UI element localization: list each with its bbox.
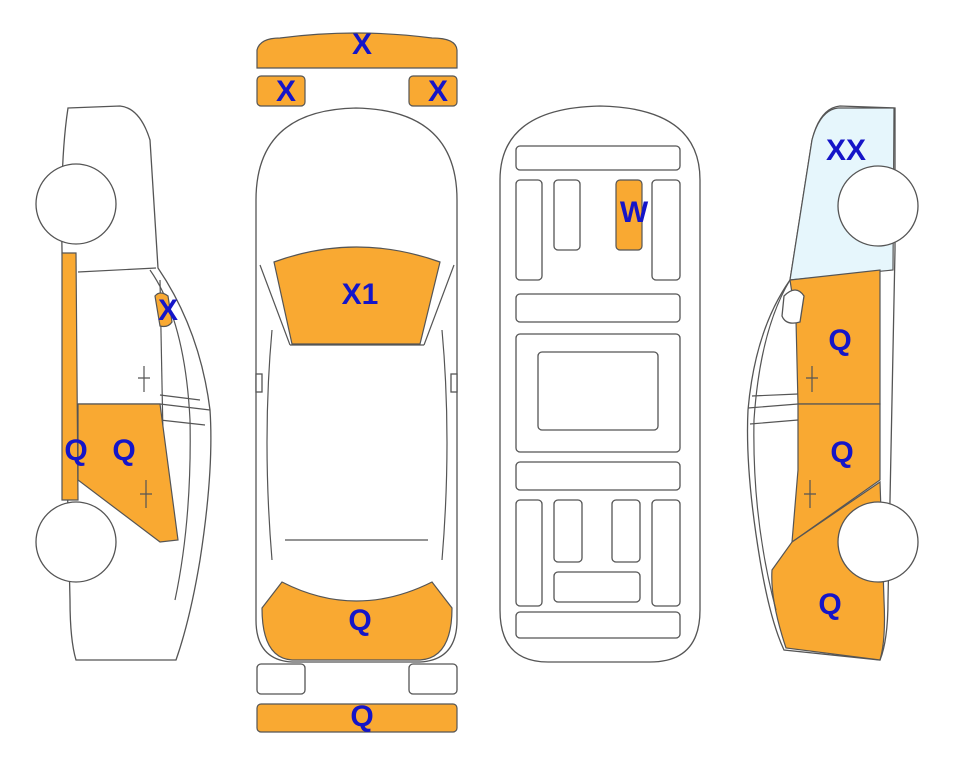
right-side-view: XX Q Q Q (746, 105, 919, 661)
top-a-pillars (259, 264, 455, 346)
under-left-inner-rear (553, 499, 583, 563)
under-left-rail-rear (515, 499, 543, 607)
right-rear-door-panel (791, 403, 881, 544)
left-mirror-line (159, 394, 211, 426)
trunk-lid-panel (261, 581, 453, 661)
top-body (255, 107, 458, 663)
label-front-left-lamp: X (276, 75, 296, 108)
under-rear-bar (515, 611, 681, 639)
under-left-inner-front (553, 179, 581, 251)
left-roof-rail (77, 267, 157, 273)
label-right-front-glass: XX (826, 134, 866, 167)
under-mid-bar-1 (515, 293, 681, 323)
label-front-right-lamp: X (428, 75, 448, 108)
front-left-lamp-panel (256, 75, 306, 107)
under-right-rail-front (651, 179, 681, 281)
under-front-bar (515, 145, 681, 171)
label-left-rear-door: Q (112, 434, 135, 467)
label-hood: X1 (342, 278, 379, 311)
label-front-bumper: X (352, 28, 372, 61)
top-right-mirror (450, 373, 458, 393)
label-rear-bumper: Q (350, 700, 373, 733)
label-right-rear-door: Q (830, 436, 853, 469)
right-body-curve (753, 279, 791, 611)
left-door-handle-1 (138, 366, 150, 392)
label-underbody-w: W (620, 196, 649, 229)
label-left-fender-window: X (158, 294, 178, 327)
under-rear-box (553, 571, 641, 603)
under-left-rail-front (515, 179, 543, 281)
right-door-handle-2 (804, 480, 816, 508)
hood-panel (273, 246, 441, 345)
right-door-handle-1 (806, 366, 818, 392)
left-rear-wheel (35, 501, 117, 583)
under-right-rail-rear (651, 499, 681, 607)
top-roof-edge (285, 344, 428, 541)
left-fender-window-panel (154, 292, 173, 328)
underbody-view: W (499, 105, 701, 663)
top-left-mirror (255, 373, 263, 393)
left-door-handle-2 (140, 480, 152, 508)
label-trunk-lid: Q (348, 604, 371, 637)
under-center-panel (615, 179, 643, 251)
under-center-box (537, 351, 659, 431)
rear-bumper-panel (256, 703, 458, 733)
right-mirror-lines (747, 393, 799, 425)
label-right-quarter: Q (818, 588, 841, 621)
under-right-inner-rear (611, 499, 641, 563)
top-view: X X X X1 Q Q (255, 28, 458, 733)
top-side-lines (266, 329, 448, 561)
left-side-view: X Q Q (35, 105, 212, 661)
left-rocker-panel (61, 252, 79, 501)
label-left-rocker: Q (64, 434, 87, 467)
left-front-wheel (35, 163, 117, 245)
front-right-lamp-panel (408, 75, 458, 107)
under-mid-bar-2 (515, 461, 681, 491)
right-mirror (781, 289, 805, 324)
front-bumper-panel (256, 32, 458, 69)
rear-right-lamp (408, 663, 458, 695)
right-rear-wheel (837, 501, 919, 583)
left-rear-door-panel (77, 403, 179, 543)
rear-left-lamp (256, 663, 306, 695)
right-front-wheel (837, 165, 919, 247)
label-right-front-door: Q (828, 324, 851, 357)
